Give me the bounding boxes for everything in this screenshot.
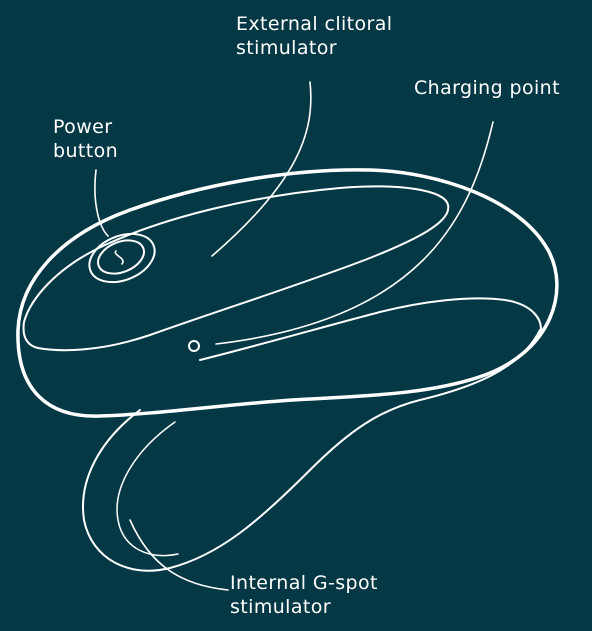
label-charging-point: Charging point (414, 76, 560, 100)
label-internal-line1: Internal G-spot (230, 572, 378, 594)
fold-contour (199, 297, 542, 361)
label-charging-line1: Charging point (414, 77, 560, 99)
charging-point-shape (188, 340, 200, 352)
external-arm-outline (16, 168, 559, 418)
label-internal-stimulator: Internal G-spot stimulator (230, 571, 378, 619)
leader-external (211, 81, 312, 257)
leader-internal (129, 519, 229, 591)
external-arm-inner-contour (22, 185, 450, 352)
power-button-shape (88, 232, 156, 284)
internal-arm-crease (116, 421, 179, 557)
label-power-line1: Power (53, 116, 113, 138)
leader-power (94, 169, 109, 237)
label-external-line1: External clitoral (236, 13, 393, 35)
label-internal-line2: stimulator (230, 596, 331, 618)
label-external-line2: stimulator (236, 37, 337, 59)
label-external-stimulator: External clitoral stimulator (236, 12, 392, 60)
leader-charging (215, 121, 494, 345)
label-power-line2: button (53, 140, 119, 162)
label-power-button: Power button (53, 115, 118, 163)
internal-arm-outline (82, 329, 541, 572)
